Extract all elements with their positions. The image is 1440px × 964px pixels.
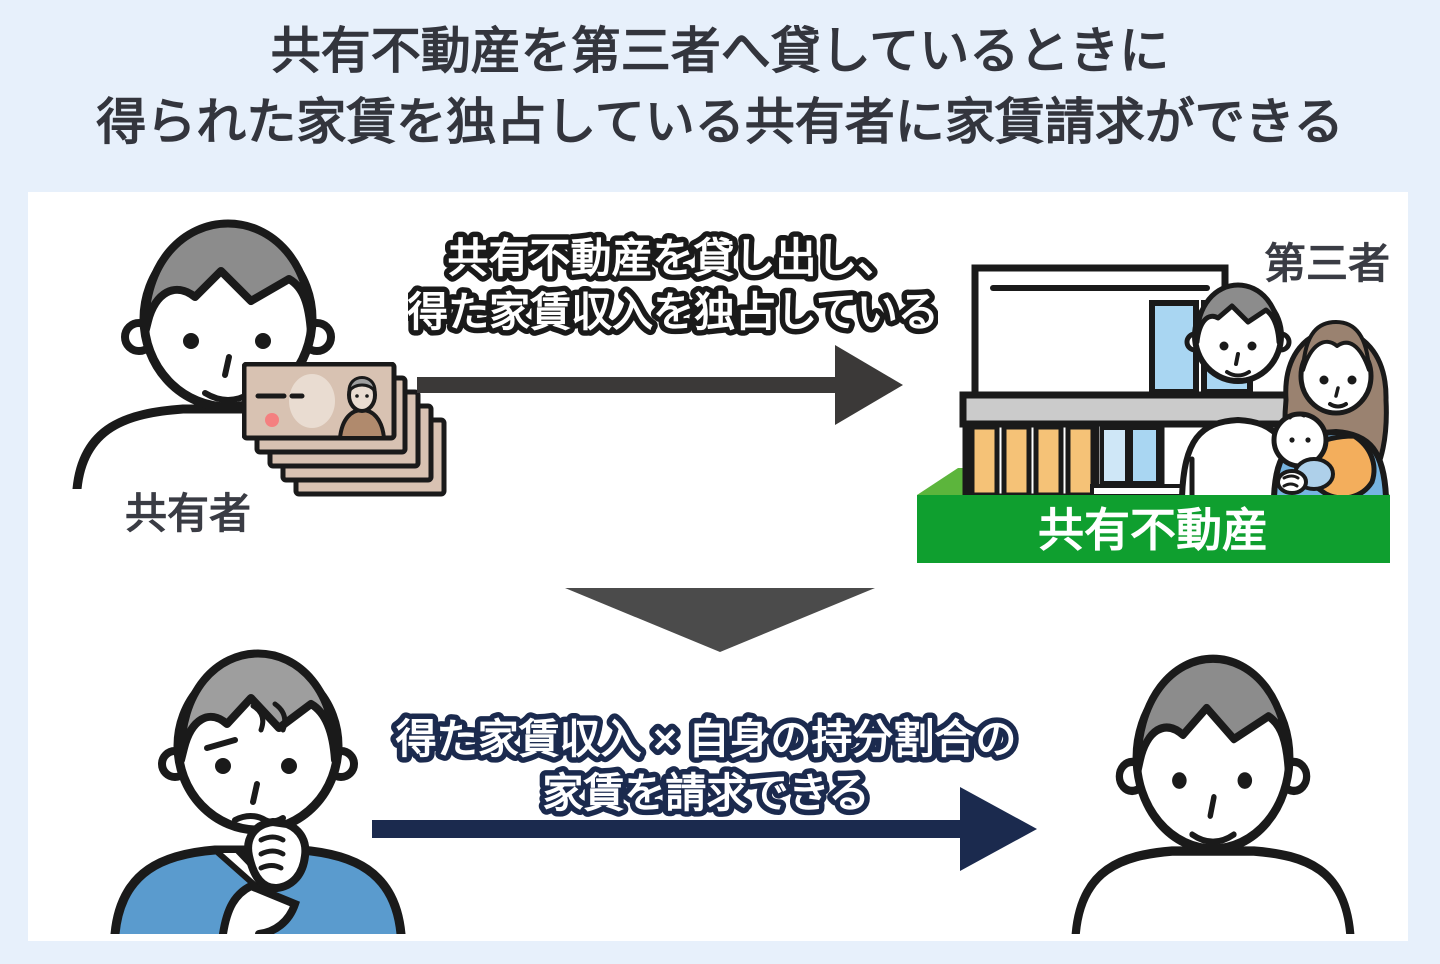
bottom-caption-line2: 家賃を請求できる (542, 770, 869, 816)
tenant-woman-with-baby (1271, 320, 1389, 501)
platform-front (917, 495, 1390, 563)
third-party-label: 第三者 (1263, 240, 1390, 287)
thinker-forearm (219, 881, 300, 934)
money-stack-icon (242, 362, 447, 497)
tenant-man (1179, 282, 1297, 500)
banknote-portrait (337, 376, 387, 440)
flow-arrow-top (417, 345, 903, 425)
shared-property-illustration: 共有不動産 (917, 264, 1390, 563)
receiver-body (1071, 846, 1355, 934)
co-owner-hair (140, 219, 316, 337)
bottom-caption-line1: 得た家賃収入 × 自身の持分割合の (396, 716, 1017, 762)
receiving-co-owner-illustration (1071, 654, 1355, 934)
top-caption-line2: 得た家賃収入を独占している (408, 289, 938, 335)
house-wood-slats (969, 424, 1096, 498)
flow-arrow-bottom (372, 787, 1037, 871)
receiver-hair (1133, 654, 1293, 777)
page-title: 共有不動産を第三者へ貸しているときに 得られた家賃を独占している共有者に家賃請求… (0, 0, 1440, 158)
woman-hand (1276, 469, 1308, 495)
page-title-line1: 共有不動産を第三者へ貸しているときに (270, 23, 1170, 79)
bottom-caption: 得た家賃収入 × 自身の持分割合の 家賃を請求できる (390, 711, 1022, 818)
thinker-fist (244, 818, 310, 892)
thinker-hair (176, 649, 340, 764)
down-chevron-icon (565, 588, 875, 652)
diagram-panel: 共有者 共有不動 (28, 192, 1408, 941)
top-caption-line1: 共有不動産を貸し出し、 (448, 235, 899, 281)
co-owner-label: 共有者 (124, 490, 251, 537)
woman-fringe (1301, 320, 1371, 372)
page-title-line2: 得られた家賃を独占している共有者に家賃請求ができる (96, 94, 1344, 150)
house-band (959, 391, 1321, 428)
banknotes (242, 362, 447, 497)
thinker-brow-left (204, 737, 238, 751)
thinking-co-owner-illustration (110, 649, 406, 934)
top-caption: 共有不動産を貸し出し、 得た家賃収入を独占している (408, 230, 938, 337)
shared-property-label: 共有不動産 (1038, 504, 1268, 556)
